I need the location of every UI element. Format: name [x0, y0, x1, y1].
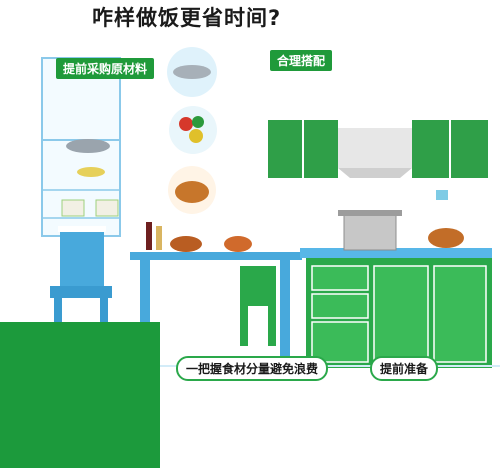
- kitchen-counter: [300, 248, 492, 258]
- section-label-advance-purchase: 提前采购原材料: [56, 58, 155, 79]
- fish-dish: [66, 139, 110, 153]
- dining-table-top: [130, 252, 302, 260]
- credits-panel: [0, 322, 160, 468]
- green-chair: [240, 266, 276, 306]
- range-hood: [338, 128, 412, 168]
- section-label-combination: 合理搭配: [270, 50, 333, 71]
- steel-pot: [343, 213, 397, 251]
- chair-back: [60, 232, 104, 288]
- section-label-advance-prep: 提前准备: [370, 356, 439, 381]
- section-label-portion-control: 一把握食材分量避免浪费: [176, 356, 329, 381]
- page-title: 咋样做饭更省时间?: [92, 6, 282, 30]
